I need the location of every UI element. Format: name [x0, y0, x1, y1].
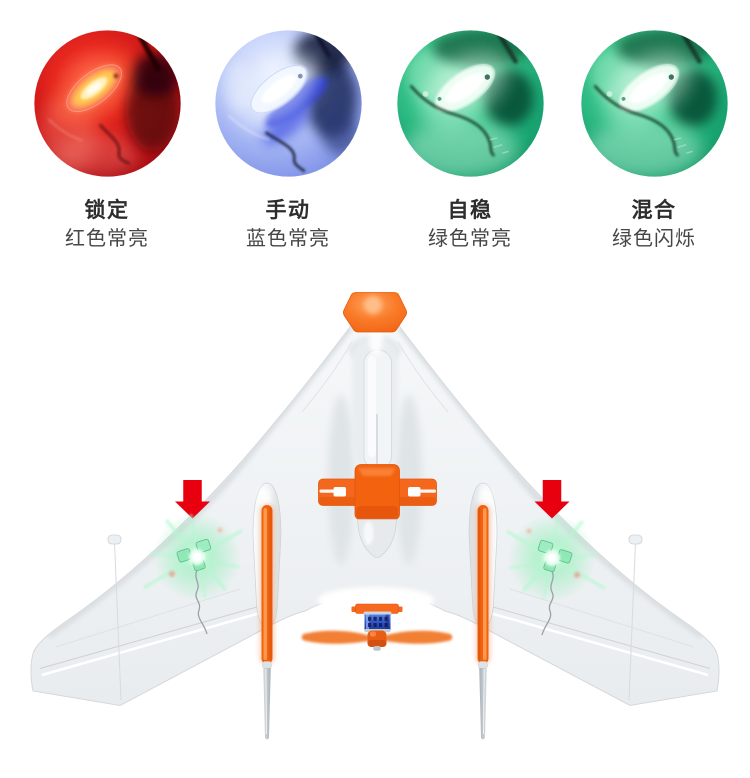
left-antenna — [252, 482, 282, 740]
canopy — [352, 321, 398, 471]
mode-card-manual: 手动 蓝色常亮 — [203, 27, 373, 251]
motor-assembly — [301, 587, 453, 651]
mode-title-manual: 手动 — [265, 199, 311, 222]
mode-subtitle-lock: 红色常亮 — [65, 228, 149, 251]
mode-title-lock: 锁定 — [84, 199, 130, 222]
led-photo-green-svg — [396, 30, 544, 177]
center-mount — [318, 464, 437, 521]
aircraft-top-view-diagram — [0, 273, 750, 773]
led-photo-red-svg — [33, 30, 181, 177]
wing-panel-lines — [39, 341, 711, 701]
glowing-led-pod — [604, 51, 693, 126]
right-down-arrow-icon — [534, 480, 570, 519]
glowing-led-pod — [420, 51, 509, 126]
mode-card-lock: 锁定 红色常亮 — [22, 27, 192, 251]
led-photo-blue — [212, 27, 365, 180]
left-led-glow-icon — [143, 513, 243, 635]
tail-cone — [357, 519, 397, 558]
mode-card-mixed: 混合 绿色闪烁 — [569, 27, 739, 251]
nose-cap — [343, 292, 407, 333]
led-photo-green-flash-svg — [580, 30, 728, 177]
glowing-led-pod — [236, 52, 327, 144]
right-antenna — [468, 482, 498, 740]
propeller — [301, 630, 453, 651]
mode-subtitle-stabilize: 绿色常亮 — [428, 228, 512, 251]
led-photo-blue-svg — [214, 30, 362, 177]
glowing-led-pod — [53, 52, 134, 124]
mode-title-stabilize: 自稳 — [447, 199, 493, 222]
left-down-arrow-icon — [175, 480, 210, 519]
right-led-glow-icon — [506, 514, 606, 636]
motor — [364, 614, 391, 633]
led-photo-red — [31, 27, 184, 180]
mode-card-stabilize: 自稳 绿色常亮 — [385, 27, 555, 251]
aircraft-svg — [30, 292, 720, 740]
mode-subtitle-manual: 蓝色常亮 — [246, 228, 330, 251]
led-photo-green-flash — [578, 27, 731, 180]
mode-title-mixed: 混合 — [631, 199, 677, 222]
led-photo-green-solid — [394, 27, 547, 180]
mode-subtitle-mixed: 绿色闪烁 — [612, 228, 696, 251]
